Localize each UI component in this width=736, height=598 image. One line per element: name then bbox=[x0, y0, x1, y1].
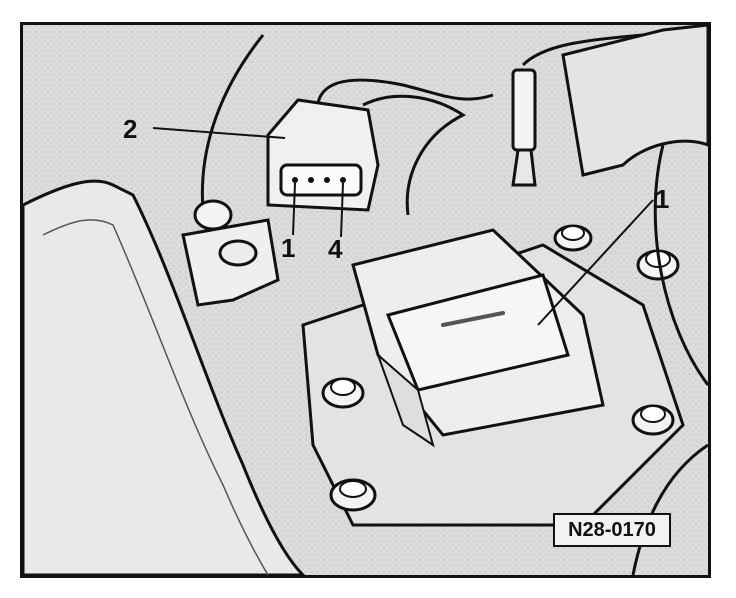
label-1-connector-pin: 1 bbox=[281, 233, 295, 263]
sensor-cable bbox=[521, 33, 644, 67]
label-4-connector-pin: 4 bbox=[328, 234, 343, 264]
bracket-nut bbox=[218, 239, 258, 267]
engine-illustration: 2 1 4 1 bbox=[23, 25, 708, 575]
bolt bbox=[321, 377, 365, 409]
bolt bbox=[329, 478, 377, 512]
label-2-connector: 2 bbox=[123, 114, 137, 144]
arc-outline bbox=[200, 34, 265, 211]
sensor-body bbox=[511, 68, 537, 152]
leader-line-1-pin bbox=[292, 182, 296, 236]
connector-wires bbox=[316, 78, 494, 104]
sensor-tip bbox=[511, 148, 537, 187]
component-top-face bbox=[385, 273, 570, 392]
illustration-frame: 2 1 4 1 N28-0170 bbox=[20, 22, 711, 578]
connector-pin-face bbox=[279, 163, 363, 197]
right-housing-arc bbox=[653, 144, 708, 386]
connector-pin bbox=[308, 177, 314, 183]
upper-housing bbox=[561, 25, 708, 177]
lower-right-curve bbox=[631, 443, 708, 575]
component-slot bbox=[441, 311, 505, 327]
bracket-bolt-head bbox=[193, 199, 233, 231]
connector-wires bbox=[362, 94, 466, 216]
connector-pin bbox=[324, 177, 330, 183]
bolt bbox=[553, 224, 593, 252]
connector-pin bbox=[340, 177, 346, 183]
label-1-component: 1 bbox=[655, 184, 669, 214]
reference-code: N28-0170 bbox=[568, 518, 656, 541]
leader-line-4-pin bbox=[340, 182, 344, 238]
left-housing-inner-line bbox=[42, 219, 269, 575]
connector-pin bbox=[292, 177, 298, 183]
component-lower-skirt bbox=[375, 351, 435, 448]
leader-line-1-component bbox=[537, 199, 654, 326]
leader-line-2 bbox=[152, 127, 286, 139]
bolt bbox=[631, 404, 675, 436]
reference-code-box: N28-0170 bbox=[553, 513, 671, 547]
bolt bbox=[636, 249, 680, 281]
left-housing-outline bbox=[23, 179, 306, 575]
